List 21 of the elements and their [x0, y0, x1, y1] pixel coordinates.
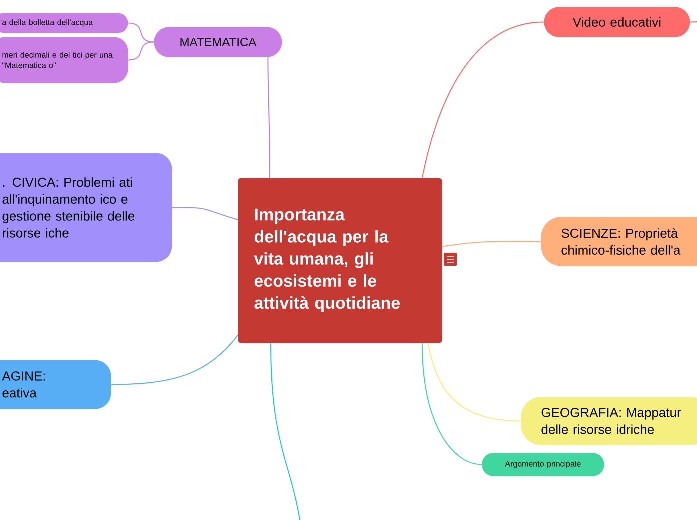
connector-line [268, 56, 270, 178]
subtopic-box: a della bolletta dell'acqua [0, 13, 128, 34]
subtopic-box: meri decimali e dei tici per una "Matematica o" [0, 37, 128, 84]
central-topic-box: Importanza dell'acqua per la vita umana, gli ecosistemi e le attività quotidiane [238, 178, 442, 344]
connector-line [690, 22, 697, 23]
connector-line [128, 42, 154, 61]
topic-box: AGINE: eativa [0, 360, 112, 410]
topic-box: SCIENZE: Proprietà chimico-fisiche dell'a [541, 217, 697, 266]
connector-line [428, 342, 522, 422]
connector-line [442, 241, 542, 248]
topic-box: MATEMATICA [154, 27, 282, 58]
connector-line [172, 207, 238, 220]
connector-line [270, 342, 300, 520]
topic-box: Video educativi [544, 7, 690, 38]
connector-line [422, 342, 482, 466]
connector-line [128, 22, 154, 43]
topic-box: . CIVICA: Problemi ati all'inquinamento ico e gestione stenibile delle risorse iche [0, 153, 172, 262]
connector-line [422, 22, 544, 178]
connector-line [110, 334, 238, 386]
topic-box: GEOGRAFIA: Mappatur delle risorse idriche [521, 397, 697, 446]
topic-box: Argomento principale [482, 453, 604, 476]
